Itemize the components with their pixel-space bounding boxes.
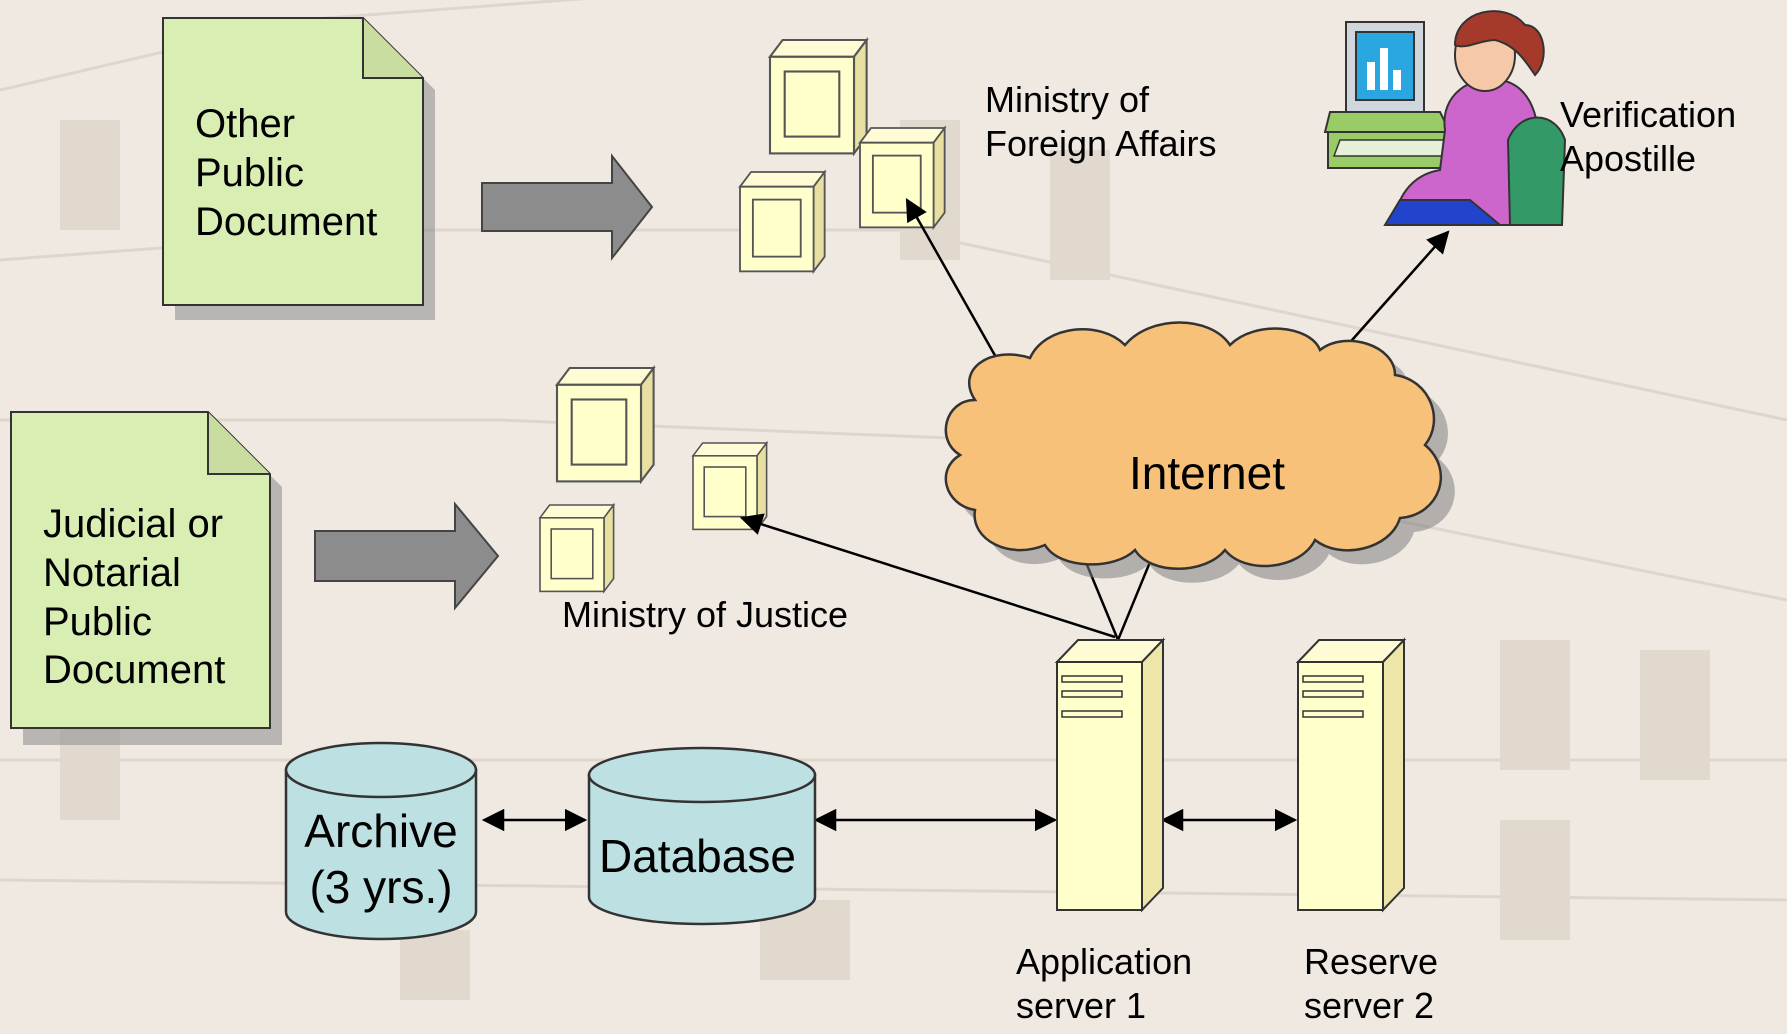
block-arrow-lower [314,501,500,611]
other-public-document-shape [162,17,435,320]
database-label: Database [599,830,796,882]
doc-line-3: Document [195,199,378,244]
application-server-shape [1054,637,1166,913]
label-line-1: Archive [304,805,458,857]
archive-cylinder-shape [284,741,478,941]
cloud-to-server-line-right [1116,561,1152,641]
block-arrow-upper [481,153,654,261]
label-line-2: Apostille [1560,137,1697,179]
foreign-affairs-label: Ministry of Foreign Affairs [985,78,1216,166]
label-line-1: Verification [1560,94,1737,135]
doc-line-1: Judicial or [43,502,224,546]
verification-apostille-label: Verification Apostille [1560,93,1736,181]
label-line-1: Application [1016,941,1193,982]
database-cylinder-shape [587,746,817,926]
reserve-server-shape [1295,637,1407,913]
label-line-2: Foreign Affairs [985,122,1217,164]
internet-to-foreign-affairs-line [905,198,1012,383]
label-line-2: (3 yrs.) [309,861,453,914]
archive-label: Archive (3 yrs.) [291,803,471,915]
internet-cloud-shape [944,321,1455,583]
other-public-document-label: Other Public Document [195,100,377,246]
justice-label: Ministry of Justice [562,594,849,635]
label-line-1: Reserve [1304,941,1439,982]
doc-line-2: Public [195,150,304,195]
internet-label: Internet [1129,447,1285,499]
application-server-label: Application server 1 [1016,940,1192,1028]
judicial-public-document-label: Judicial or Notarial Public Document [43,500,225,695]
doc-line-1: Other [195,102,296,146]
label-line-2: server 2 [1304,984,1435,1026]
doc-line-4: Document [43,648,226,693]
verification-person-at-computer-icon [1323,10,1567,226]
server-to-justice-line [739,513,1116,639]
judicial-public-document-shape [10,411,282,745]
doc-line-3: Public [43,599,152,644]
justice-computers-icon [539,366,768,593]
doc-line-2: Notarial [43,550,181,595]
internet-to-verification-line [1344,230,1450,349]
reserve-server-label: Reserve server 2 [1304,940,1438,1028]
label-line-2: server 1 [1016,984,1147,1026]
foreign-affairs-computers-icon [739,38,946,273]
label-line-1: Ministry of [985,79,1150,120]
